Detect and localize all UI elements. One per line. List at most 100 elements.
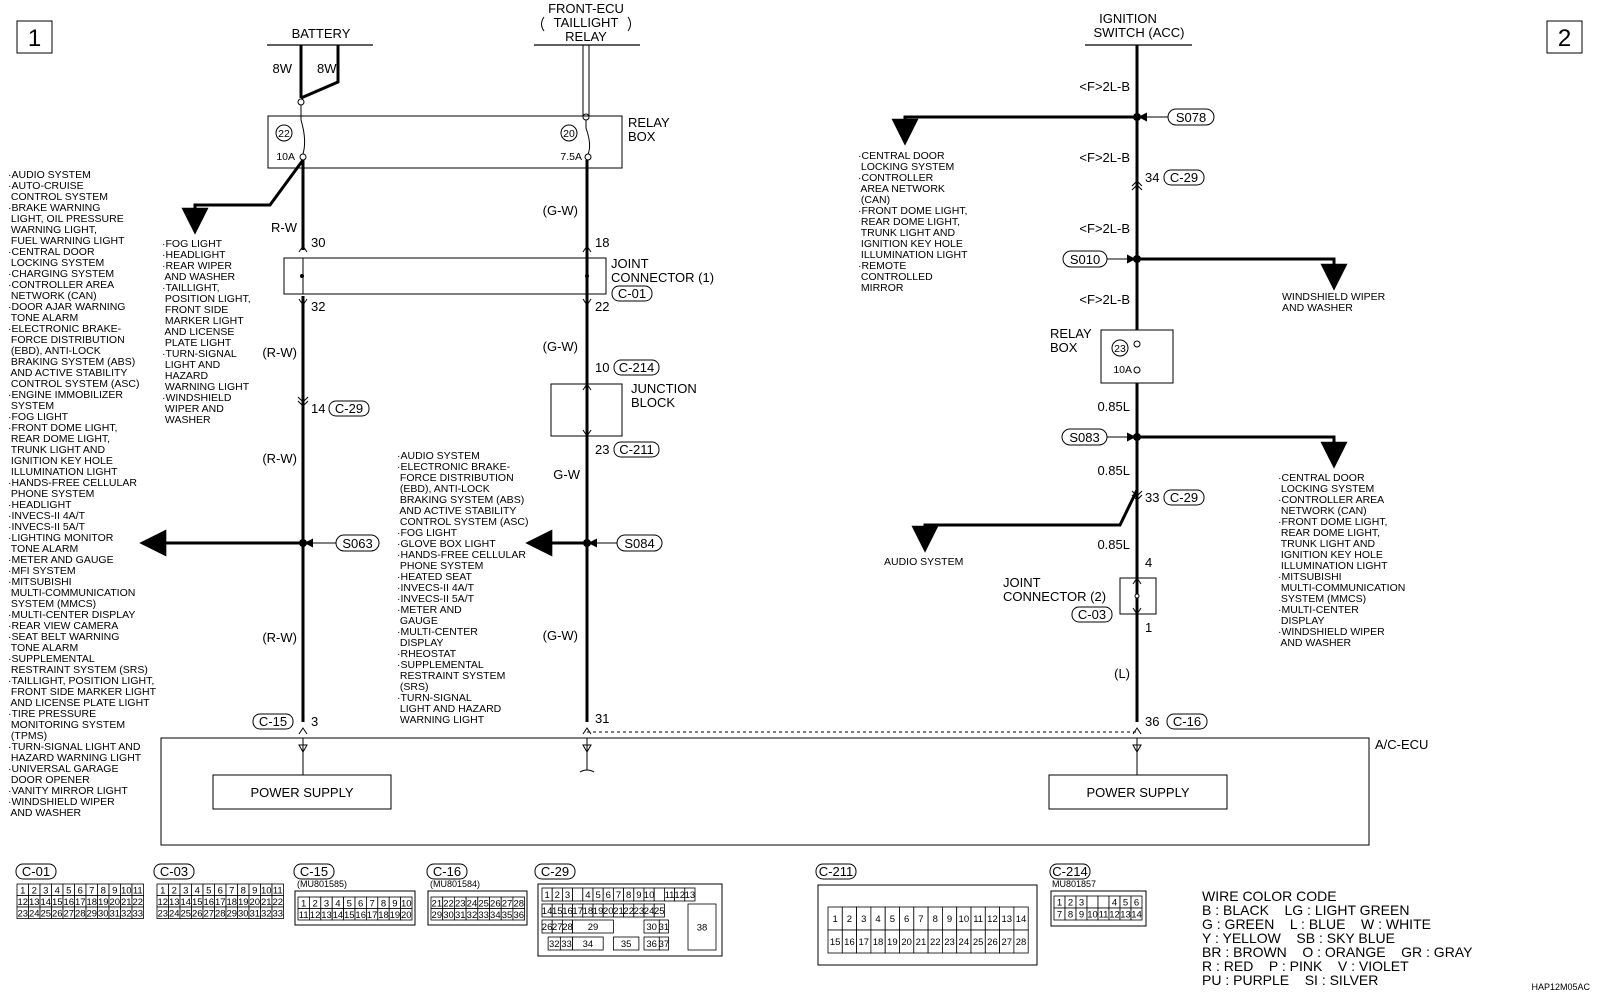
pin-number: 26 bbox=[52, 908, 63, 919]
list-line: ·MITSUBISHI bbox=[8, 576, 72, 588]
list-line: BRAKING SYSTEM (ABS) bbox=[397, 494, 524, 506]
svg-text:10A: 10A bbox=[1113, 364, 1132, 376]
pin-number: 1 bbox=[20, 885, 25, 896]
splice-s083: S083 bbox=[1061, 428, 1348, 469]
pin-number: 12 bbox=[1109, 910, 1120, 921]
pin-number: 9 bbox=[252, 885, 257, 896]
list-line: ·TURN-SIGNAL LIGHT AND bbox=[8, 741, 141, 753]
pin-number: 29 bbox=[86, 908, 97, 919]
list-line: TONE ALARM bbox=[8, 642, 78, 654]
svg-text:<F>2L-B: <F>2L-B bbox=[1079, 79, 1130, 94]
pin-number: 13 bbox=[29, 897, 40, 908]
pin-number: 25 bbox=[973, 937, 984, 948]
svg-text:C-16: C-16 bbox=[1173, 714, 1201, 729]
list-line: WARNING LIGHT bbox=[397, 714, 485, 726]
list-line: RESTRAINT SYSTEM bbox=[397, 670, 505, 682]
list-line: ·CONTROLLER AREA bbox=[8, 279, 114, 291]
pin-number: 21 bbox=[432, 898, 443, 909]
left-systems-list: ·AUDIO SYSTEM·AUTO-CRUISE CONTROL SYSTEM… bbox=[8, 169, 157, 819]
pin-number: 26 bbox=[192, 908, 203, 919]
list-line: ·AUDIO SYSTEM bbox=[397, 450, 480, 462]
svg-text:JOINT: JOINT bbox=[611, 256, 649, 271]
list-line: HAZARD bbox=[162, 370, 209, 382]
svg-text:A/C-ECU: A/C-ECU bbox=[1375, 737, 1428, 752]
pin-cell bbox=[271, 906, 284, 919]
splice-s063: S063 bbox=[139, 529, 380, 557]
list-line: PU : PURPLE SI : SILVER bbox=[1202, 972, 1378, 988]
svg-text:10A: 10A bbox=[276, 151, 295, 163]
list-line: ·CONTROLLER bbox=[858, 172, 934, 184]
fuse-20: 20 7.5A bbox=[560, 113, 592, 163]
list-line: ·INVECS-II 4A/T bbox=[8, 510, 86, 522]
pin-number: 30 bbox=[238, 908, 249, 919]
splice-s010: S010 bbox=[1062, 250, 1348, 291]
svg-text:BOX: BOX bbox=[628, 129, 656, 144]
wire-color-legend: WIRE COLOR CODE B : BLACK LG : LIGHT GRE… bbox=[1202, 888, 1473, 988]
list-line: LOCKING SYSTEM bbox=[1278, 483, 1374, 495]
list-line: WARNING LIGHT, bbox=[8, 224, 97, 236]
wire-right-main: <F>2L-B <F>2L-B 34 C-29 <F>2L-B <F>2L-B … bbox=[1079, 45, 1208, 735]
list-line: ·CENTRAL DOOR bbox=[858, 150, 945, 162]
pin-number: 26 bbox=[542, 922, 553, 933]
pin-number: 1 bbox=[833, 914, 838, 925]
list-line: ·TIRE PRESSURE bbox=[8, 708, 96, 720]
pin-cell bbox=[512, 908, 526, 921]
list-line: CONTROL SYSTEM bbox=[8, 191, 108, 203]
pin-number: 27 bbox=[63, 908, 74, 919]
svg-text:CONNECTOR (1): CONNECTOR (1) bbox=[611, 270, 714, 285]
list-line: ·MITSUBISHI bbox=[1278, 571, 1342, 583]
svg-text:0.85L: 0.85L bbox=[1097, 463, 1130, 478]
svg-text:S010: S010 bbox=[1070, 252, 1100, 267]
pin-number: 22 bbox=[132, 897, 143, 908]
pin-number: 4 bbox=[1112, 898, 1117, 909]
svg-text:<F>2L-B: <F>2L-B bbox=[1079, 292, 1130, 307]
svg-text:7.5A: 7.5A bbox=[560, 151, 582, 163]
pin-cell bbox=[653, 887, 665, 902]
svg-text:POWER SUPPLY: POWER SUPPLY bbox=[1086, 785, 1189, 800]
pin-number: 2 bbox=[1068, 898, 1073, 909]
pin-number: 9 bbox=[392, 898, 397, 909]
list-line: (EBD), ANTI-LOCK bbox=[397, 483, 490, 495]
pin-number: 25 bbox=[478, 898, 489, 909]
pin-number: 7 bbox=[89, 885, 94, 896]
svg-text:JOINT: JOINT bbox=[1003, 575, 1041, 590]
pin-number: 16 bbox=[844, 937, 855, 948]
pin-number: 16 bbox=[562, 906, 573, 917]
pin-number: 20 bbox=[603, 906, 614, 917]
list-line: AND WASHER bbox=[8, 807, 82, 819]
list-line: AND WASHER bbox=[162, 271, 236, 283]
list-line: ·HEADLIGHT bbox=[8, 499, 72, 511]
list-line: ·MFI SYSTEM bbox=[8, 565, 76, 577]
list-line: ·UNIVERSAL GARAGE bbox=[8, 763, 118, 775]
svg-text:C-29: C-29 bbox=[541, 864, 569, 879]
pin-number: 3 bbox=[861, 914, 866, 925]
pin-number: 14 bbox=[542, 906, 553, 917]
pin-number: 10 bbox=[1087, 910, 1098, 921]
svg-text:CONNECTOR (2): CONNECTOR (2) bbox=[1003, 589, 1106, 604]
pin-number: 25 bbox=[40, 908, 51, 919]
svg-text:BLOCK: BLOCK bbox=[631, 395, 675, 410]
pin-number: 10 bbox=[644, 890, 655, 901]
list-line: ·MULTI-CENTER DISPLAY bbox=[8, 609, 135, 621]
svg-text:C-211: C-211 bbox=[619, 442, 653, 457]
pin-number: 18 bbox=[378, 910, 389, 921]
pin-number: 29 bbox=[432, 910, 443, 921]
pin-number: 9 bbox=[636, 890, 641, 901]
pin-number: 6 bbox=[218, 885, 223, 896]
list-line: BRAKING SYSTEM (ABS) bbox=[8, 356, 135, 368]
pin-number: 27 bbox=[502, 898, 513, 909]
pin-number: 27 bbox=[552, 922, 563, 933]
splice-s078: S078 bbox=[891, 108, 1215, 146]
pin-number: 12 bbox=[674, 890, 685, 901]
pin-cell bbox=[1013, 929, 1029, 954]
svg-text:S084: S084 bbox=[624, 536, 654, 551]
list-line: ·FRONT DOME LIGHT, bbox=[8, 422, 117, 434]
list-line: ·ENGINE IMMOBILIZER bbox=[8, 389, 123, 401]
list-line: ·CONTROLLER AREA bbox=[1278, 494, 1384, 506]
list-line: ·ELECTRONIC BRAKE- bbox=[8, 323, 122, 335]
list-line: CONTROL SYSTEM (ASC) bbox=[8, 378, 139, 390]
list-line: WINDSHIELD WIPER bbox=[1282, 291, 1386, 303]
list-line: ·CENTRAL DOOR bbox=[8, 246, 95, 258]
